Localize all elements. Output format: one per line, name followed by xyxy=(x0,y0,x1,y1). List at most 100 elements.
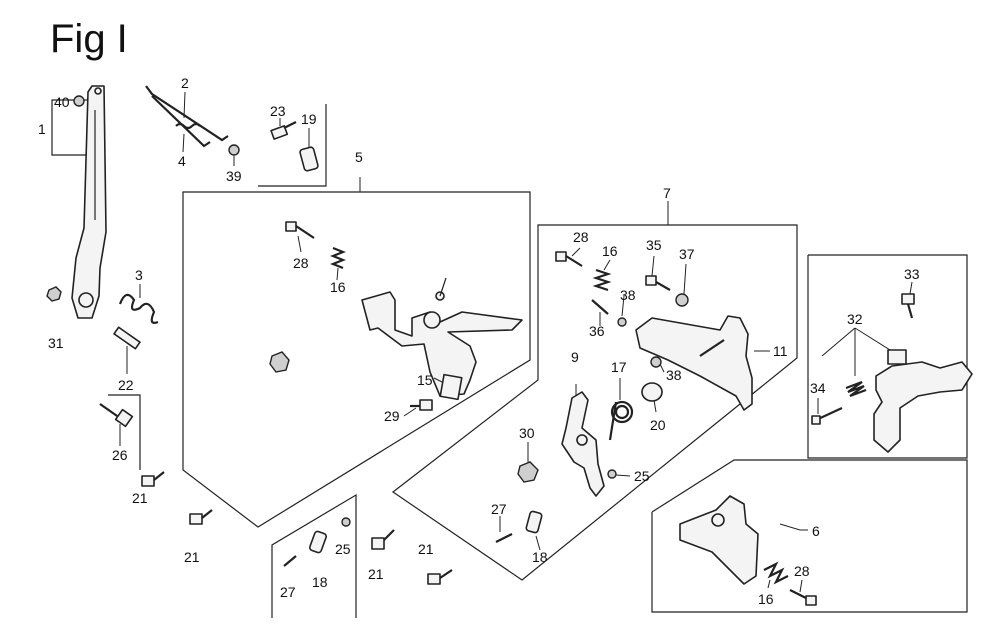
callout-16a: 16 xyxy=(330,279,346,295)
callout-38b: 38 xyxy=(666,367,682,383)
callout-33: 33 xyxy=(904,266,920,282)
collar-part-18b xyxy=(525,510,543,534)
coil-spring-part-17 xyxy=(608,400,634,441)
callout-31: 31 xyxy=(48,335,64,351)
screw-part-27b xyxy=(495,533,513,543)
bolt-part-33 xyxy=(901,293,915,319)
callout-29: 29 xyxy=(384,408,400,424)
callout-28b: 28 xyxy=(573,229,589,245)
callout-21d: 21 xyxy=(418,541,434,557)
nut-part-38b xyxy=(650,356,662,368)
callout-37: 37 xyxy=(679,246,695,262)
collar-part-20 xyxy=(641,382,663,402)
screw-part-27a xyxy=(283,555,297,567)
callout-11: 11 xyxy=(773,343,788,359)
callout-7: 7 xyxy=(663,185,671,201)
bolt-part-21c xyxy=(371,529,395,550)
rod-spring-part xyxy=(175,122,201,130)
bolt-part-23 xyxy=(270,121,297,140)
callout-15: 15 xyxy=(417,372,433,388)
governor-rod-part xyxy=(145,85,229,148)
throttle-lever-part xyxy=(71,85,107,319)
bolt-part-36 xyxy=(591,299,609,315)
bolt-part-35 xyxy=(645,275,671,291)
bracket-part-15 xyxy=(439,373,463,401)
callout-9: 9 xyxy=(571,349,579,365)
figure-title: Fig I xyxy=(50,17,128,61)
callout-6: 6 xyxy=(812,523,820,539)
callout-1: 1 xyxy=(38,121,46,137)
choke-bracket-assembly xyxy=(873,349,973,453)
callout-35: 35 xyxy=(646,237,662,253)
bracket-part-6 xyxy=(679,495,759,585)
bolt-part-26 xyxy=(99,403,134,428)
callout-27a: 27 xyxy=(280,584,296,600)
callout-2: 2 xyxy=(181,75,189,91)
group-frame-27-18-25 xyxy=(271,493,357,618)
callout-19: 19 xyxy=(301,111,317,127)
group-frame-23-19 xyxy=(258,104,327,187)
spring-part-16b xyxy=(592,268,612,292)
washer-part-25a xyxy=(341,517,351,527)
nut-part-39 xyxy=(228,144,240,156)
callout-39: 39 xyxy=(226,168,242,184)
callout-28c: 28 xyxy=(794,563,810,579)
lever-part-9 xyxy=(561,391,605,497)
pin-part-22 xyxy=(113,326,141,350)
callout-38a: 38 xyxy=(620,287,636,303)
callout-32: 32 xyxy=(847,311,863,327)
callout-25b: 25 xyxy=(634,468,650,484)
return-spring-part xyxy=(118,293,159,324)
spring-part-16c xyxy=(763,561,789,585)
control-plate-part-11 xyxy=(635,315,753,411)
bolt-part-21b xyxy=(189,509,213,525)
leader-lines xyxy=(119,91,913,593)
spring-part-16a xyxy=(330,246,346,270)
group-frame-5 xyxy=(182,191,531,528)
group-frame-33 xyxy=(807,254,968,459)
callout-16c: 16 xyxy=(758,591,774,607)
nut-part-31 xyxy=(46,286,62,302)
bolt-part-28a xyxy=(285,221,315,239)
governor-arm-assembly xyxy=(361,277,523,397)
spring-part-32 xyxy=(845,380,867,398)
bolt-part-21d xyxy=(427,569,453,585)
bolt-part-28b xyxy=(555,251,583,267)
screw-part-29 xyxy=(410,399,433,411)
callout-27b: 27 xyxy=(491,501,507,517)
collar-part-18a xyxy=(308,530,328,554)
nut-part-5-inner xyxy=(269,351,290,373)
callout-36: 36 xyxy=(589,323,605,339)
callout-3: 3 xyxy=(135,267,143,283)
callout-4: 4 xyxy=(178,153,186,169)
callout-20: 20 xyxy=(650,417,666,433)
callout-28a: 28 xyxy=(293,255,309,271)
callout-26: 26 xyxy=(112,447,128,463)
callout-16b: 16 xyxy=(602,243,618,259)
callout-17: 17 xyxy=(611,359,627,375)
callout-18b: 18 xyxy=(532,549,548,565)
nut-part-37 xyxy=(675,293,689,307)
callout-25a: 25 xyxy=(335,541,351,557)
callout-21b: 21 xyxy=(184,549,200,565)
callout-23: 23 xyxy=(270,103,286,119)
collar-part-19 xyxy=(299,146,319,172)
bolt-part-21a xyxy=(141,471,165,487)
callout-40: 40 xyxy=(54,94,70,110)
group-frame-7 xyxy=(391,224,798,581)
callout-18a: 18 xyxy=(312,574,328,590)
nut-part-30 xyxy=(517,461,539,483)
callout-numbers: 40 1 31 2 4 39 23 19 3 22 26 21 21 5 28 … xyxy=(38,75,920,607)
group-bracket-1 xyxy=(51,99,88,156)
callout-34: 34 xyxy=(810,380,826,396)
group-frame-6 xyxy=(651,459,968,613)
callout-21c: 21 xyxy=(368,566,384,582)
bolt-part-28c xyxy=(789,589,817,606)
callout-21a: 21 xyxy=(132,490,148,506)
group-bracket-26-21 xyxy=(108,394,141,470)
callout-22: 22 xyxy=(118,377,134,393)
callout-30: 30 xyxy=(519,425,535,441)
washer-part-38a xyxy=(617,317,627,327)
washer-part-25b xyxy=(607,469,617,479)
